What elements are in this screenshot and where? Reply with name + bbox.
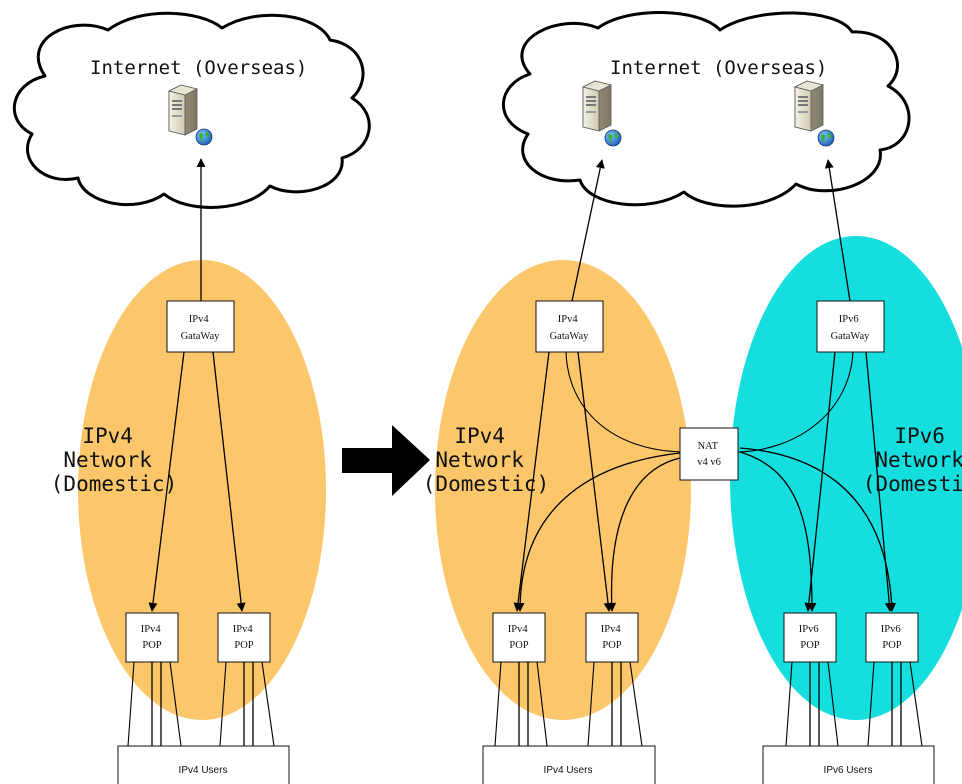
nat-to-v4-pop-1-arrow: [515, 452, 681, 612]
ipv6-network-ellipse: [730, 236, 962, 720]
ipv4-pop-box: IPv4 POP: [585, 612, 639, 663]
left-scenario: Internet (Overseas) IPv4 Network (Domest…: [12, 11, 371, 784]
svg-text:IPv4 GataWay: IPv4 GataWay: [550, 314, 590, 342]
globe-icon: [604, 129, 622, 147]
v4-gateway-to-nat-link: [565, 351, 683, 453]
nat-to-v4-pop-2-arrow: [607, 457, 681, 612]
v4-gateway-to-pop-2-arrow: [577, 351, 613, 612]
nat-to-v6-pop-2-arrow: [739, 447, 897, 612]
svg-text:IPv4 POP: IPv4 POP: [508, 624, 530, 651]
svg-text:IPv4 GataWay: IPv4 GataWay: [181, 314, 221, 342]
ipv4-users-box: IPv4 Users: [482, 745, 656, 784]
v6-gateway-to-pop-2-arrow: [865, 351, 894, 612]
v6-gateway-to-internet-arrow: [824, 159, 851, 302]
ipv6-gateway-box: IPv6 GataWay: [816, 300, 885, 353]
internet-cloud: [501, 11, 911, 208]
svg-text:IPv4 Users: IPv4 Users: [544, 765, 593, 776]
gateway-to-pop-2-arrow: [212, 351, 246, 612]
v4-gateway-to-internet-arrow: [571, 159, 605, 302]
ipv4-network-label: IPv4 Network (Domestic): [423, 424, 549, 496]
svg-text:IPv6 Users: IPv6 Users: [824, 765, 873, 776]
gateway-to-pop-1-arrow: [148, 351, 185, 612]
transition-arrow-icon: [342, 425, 430, 496]
ipv4-gateway-box: IPv4 GataWay: [535, 300, 604, 353]
v6-gateway-to-pop-1-arrow: [804, 351, 836, 612]
svg-text:IPv4 Users: IPv4 Users: [179, 765, 228, 776]
pop-user-links: [494, 661, 923, 747]
svg-text:IPv6 POP: IPv6 POP: [799, 624, 821, 651]
globe-icon: [817, 129, 835, 147]
svg-text:IPv4 POP: IPv4 POP: [601, 624, 623, 651]
nat-to-v6-pop-1-arrow: [739, 451, 817, 612]
ipv6-pop-box: IPv6 POP: [865, 612, 919, 663]
cloud-label: Internet (Overseas): [90, 57, 307, 79]
svg-text:IPv6 POP: IPv6 POP: [881, 624, 903, 651]
ipv4-pop-box: IPv4 POP: [125, 612, 179, 663]
network-label: IPv4 Network (Domestic): [51, 424, 177, 496]
cloud-label: Internet (Overseas): [610, 57, 827, 79]
ipv4-pop-box: IPv4 POP: [217, 612, 271, 663]
pop-user-links: [127, 661, 275, 747]
globe-icon: [195, 128, 213, 146]
ipv4-network-ellipse: [435, 260, 691, 720]
v4-gateway-to-pop-1-arrow: [513, 351, 550, 612]
right-scenario: Internet (Overseas) IPv4 Network (Domest…: [423, 11, 962, 784]
ipv4-pop-box: IPv4 POP: [492, 612, 546, 663]
svg-text:IPv4 POP: IPv4 POP: [233, 624, 255, 651]
ipv4-users-box: IPv4 Users: [117, 745, 290, 784]
ipv6-network-label: IPv6 Network (Domestic): [863, 424, 962, 496]
nat-box: NAT v4 v6: [679, 427, 739, 481]
ipv6-pop-box: IPv6 POP: [783, 612, 837, 663]
svg-text:NAT v4 v6: NAT v4 v6: [697, 441, 721, 468]
svg-text:IPv6 GataWay: IPv6 GataWay: [831, 314, 871, 342]
ipv6-users-box: IPv6 Users: [762, 745, 935, 784]
v6-gateway-to-nat-link: [737, 351, 854, 453]
svg-text:IPv4 POP: IPv4 POP: [141, 624, 163, 651]
ipv4-gateway-box: IPv4 GataWay: [166, 300, 235, 353]
ipv4-network-ellipse: [78, 260, 326, 720]
